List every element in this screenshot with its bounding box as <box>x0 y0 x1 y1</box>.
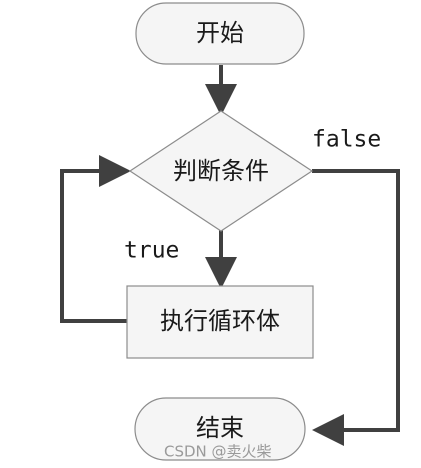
edge-label-false: false <box>312 127 381 153</box>
node-condition-label: 判断条件 <box>173 157 269 185</box>
node-body: 执行循环体 <box>126 285 314 359</box>
node-condition: 判断条件 <box>128 110 314 232</box>
node-condition-shape <box>128 110 314 232</box>
node-start-label: 开始 <box>196 19 244 47</box>
node-body-label: 执行循环体 <box>160 307 280 335</box>
edge-label-true: true <box>124 238 179 264</box>
node-end-shape <box>134 397 306 461</box>
node-start: 开始 <box>135 2 305 65</box>
watermark: CSDN @卖火柴 <box>164 443 272 461</box>
node-body-shape <box>126 285 314 359</box>
edge-body-loop-back <box>60 155 131 323</box>
node-end-label: 结束 <box>196 414 244 442</box>
edge-condition-to-end-false <box>312 169 400 446</box>
node-start-shape <box>135 2 305 65</box>
edges <box>60 65 400 446</box>
node-end: 结束 <box>134 397 306 461</box>
